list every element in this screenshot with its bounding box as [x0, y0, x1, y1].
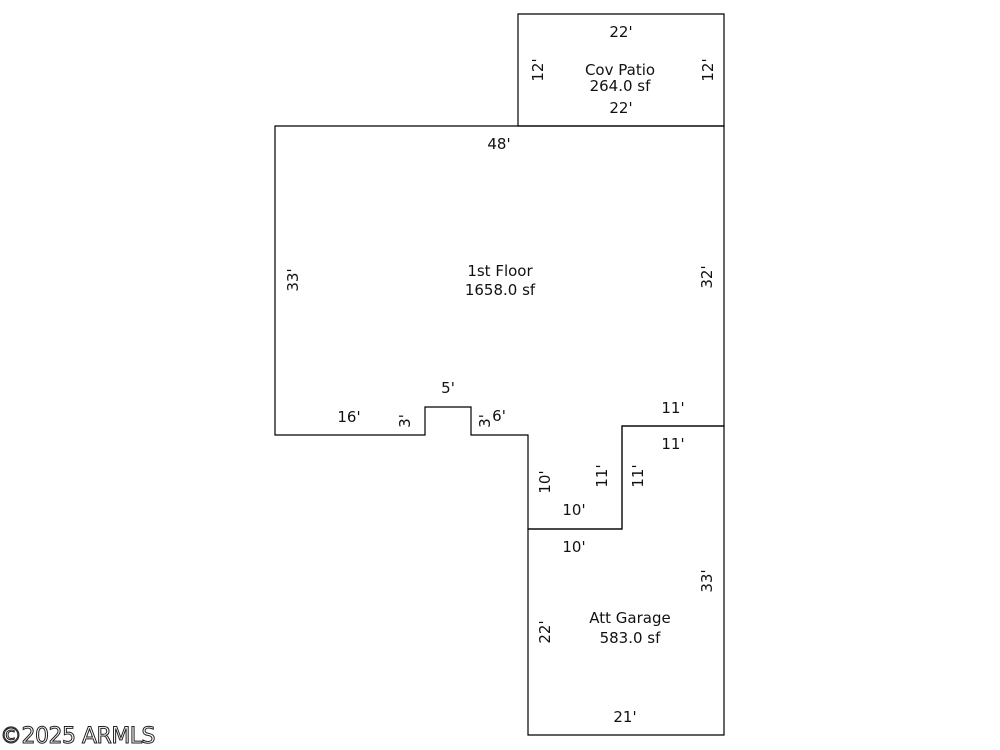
patio-name: Cov Patio — [585, 61, 655, 79]
dim-garage-step-left: 11' — [629, 464, 647, 487]
first-floor-outline — [274, 125, 725, 530]
dim-patio-left: 12' — [529, 58, 547, 81]
garage-name: Att Garage — [589, 609, 670, 627]
copyright-watermark: ©2025 ARMLS — [0, 724, 156, 750]
garage-area: 583.0 sf — [600, 629, 662, 647]
dim-garage-right: 33' — [698, 569, 716, 592]
dim-floor-bottom-left: 16' — [337, 408, 360, 426]
dim-notch-left: 3' — [396, 414, 414, 428]
dim-floor-left: 33' — [284, 268, 302, 291]
garage-outline — [527, 425, 725, 736]
dim-patio-top: 22' — [609, 23, 632, 41]
dim-patio-bottom: 22' — [609, 99, 632, 117]
dim-garage-left: 22' — [536, 620, 554, 643]
first-floor-area: 1658.0 sf — [465, 281, 536, 299]
dim-garage-step-bottom: 10' — [562, 538, 585, 556]
dim-floor-step-top: 11' — [661, 399, 684, 417]
first-floor-name: 1st Floor — [467, 262, 533, 280]
dim-garage-top: 11' — [661, 435, 684, 453]
dim-patio-right: 12' — [699, 58, 717, 81]
patio-area: 264.0 sf — [590, 77, 652, 95]
dim-floor-step-bottom: 10' — [562, 501, 585, 519]
dim-garage-bottom: 21' — [613, 708, 636, 726]
dim-notch-right: 3' — [476, 414, 494, 428]
dim-floor-bottom-mid: 6' — [492, 407, 506, 425]
dim-floor-top: 48' — [487, 135, 510, 153]
dim-notch-top: 5' — [441, 379, 455, 397]
dim-floor-right: 32' — [698, 265, 716, 288]
dim-floor-step-right: 11' — [593, 464, 611, 487]
dim-floor-step-left: 10' — [536, 470, 554, 493]
